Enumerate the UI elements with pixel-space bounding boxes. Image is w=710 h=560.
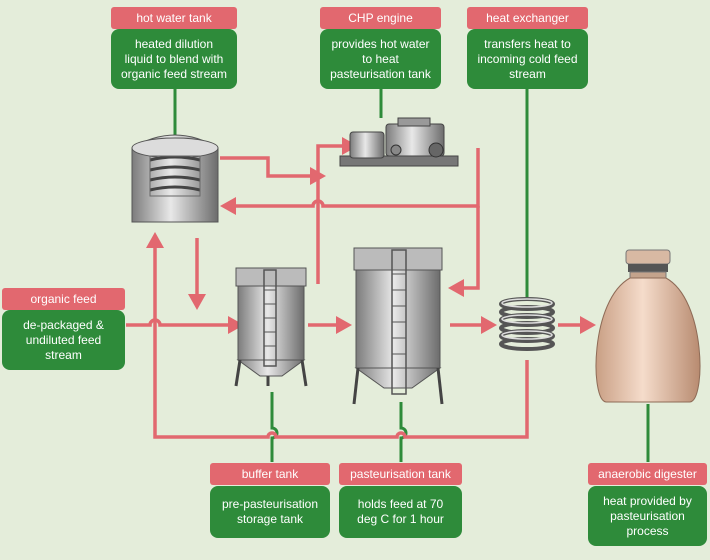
connector-lines	[173, 88, 650, 462]
arrow-into-pasteurisation	[336, 316, 352, 334]
arrow-into-digester	[580, 316, 596, 334]
buffer-tank-label: buffer tank	[210, 463, 330, 485]
anaerobic-digester-label: anaerobic digester	[588, 463, 707, 485]
organic-feed-label: organic feed	[2, 288, 125, 310]
pipe-chp-to-past	[316, 144, 345, 284]
pasteurisation-tank-label: pasteurisation tank	[339, 463, 462, 485]
arrow-up-to-hot-water-tank	[146, 232, 164, 248]
heat-exchanger-illustration	[499, 297, 555, 351]
heat-exchanger-label: heat exchanger	[467, 7, 588, 29]
connector-buffer-tank	[270, 392, 279, 462]
pipe-return-loop	[153, 248, 529, 439]
pasteurisation-tank-illustration	[352, 247, 444, 405]
anaerobic-digester-illustration	[595, 249, 701, 403]
arrow-into-buffer	[228, 316, 244, 334]
hot-water-tank-label: hot water tank	[111, 7, 237, 29]
buffer-tank-illustration	[234, 267, 308, 387]
connector-pasteurisation-tank	[399, 402, 408, 462]
hot-water-tank-illustration	[131, 134, 219, 223]
pipes	[126, 144, 582, 439]
arrow-into-heat-exchanger	[481, 316, 497, 334]
pipe-feed-line	[126, 318, 230, 327]
arrow-to-chp-lower	[310, 167, 326, 185]
arrow-into-hot-water-tank	[220, 197, 236, 215]
chp-engine-label: CHP engine	[320, 7, 441, 29]
arrow-into-pasteurisation-side	[448, 279, 464, 297]
pipe-hw-to-chp	[220, 156, 313, 178]
chp-engine-illustration	[339, 117, 459, 167]
pipe-past-return	[460, 206, 480, 290]
arrow-down-to-buffer	[188, 294, 206, 310]
